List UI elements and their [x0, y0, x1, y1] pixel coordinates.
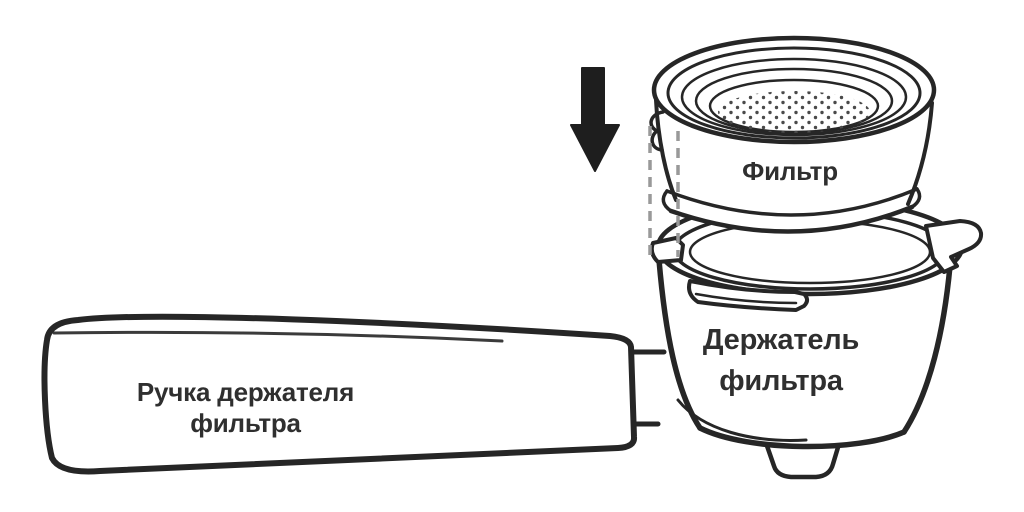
alignment-dashed-lines — [648, 126, 680, 258]
filter-holder-drawing — [649, 197, 984, 480]
basket-tab — [649, 110, 665, 152]
handle-label: Ручка держателя фильтра — [136, 377, 355, 438]
spout — [763, 440, 842, 480]
down-arrow-icon — [570, 67, 620, 172]
handle-drawing — [41, 313, 638, 475]
right-lug — [924, 219, 984, 274]
filter-label: Фильтр — [742, 156, 838, 186]
filter-basket-drawing — [649, 35, 937, 234]
mesh-dots — [718, 91, 870, 133]
left-lug — [649, 236, 685, 264]
handle-connector — [631, 349, 667, 427]
filter-holder-label: Держатель фильтра — [702, 324, 860, 397]
